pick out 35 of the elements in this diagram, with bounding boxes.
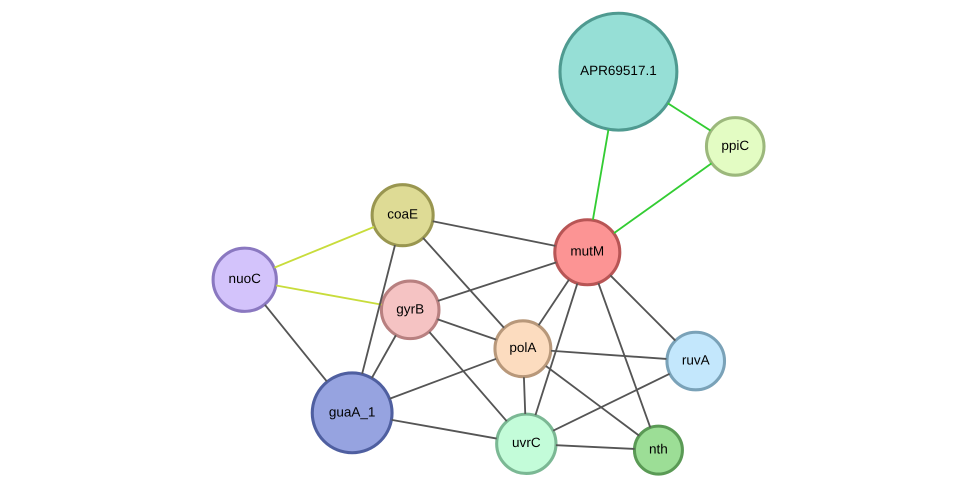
connector — [391, 418, 496, 440]
node-circle: coaE — [370, 183, 434, 248]
connector — [264, 304, 327, 382]
connector — [437, 261, 556, 302]
node-circle: uvrC — [494, 412, 558, 475]
connector — [609, 274, 676, 342]
connector — [276, 284, 382, 306]
connector — [534, 283, 578, 416]
node-circle: ppiC — [704, 116, 766, 177]
connector — [436, 318, 496, 340]
node-circle: APR69517.1 — [558, 12, 678, 132]
node-circle: polA — [492, 319, 552, 378]
connector — [432, 220, 556, 247]
connector — [537, 279, 570, 326]
node-circle: gyrB — [379, 280, 440, 340]
connector — [552, 372, 670, 432]
connector — [591, 129, 609, 220]
connector — [274, 226, 374, 268]
node-circle: ruvA — [664, 330, 726, 392]
connector — [360, 244, 396, 374]
connector — [422, 237, 504, 328]
node-circle: mutM — [552, 218, 621, 286]
connector — [550, 350, 666, 360]
connector — [555, 444, 634, 450]
node-circle: nth — [632, 424, 684, 476]
connector — [544, 365, 640, 436]
connector — [612, 162, 712, 234]
connector — [388, 358, 496, 400]
connector — [370, 334, 396, 378]
connector — [666, 102, 710, 132]
connector — [428, 331, 507, 422]
node-circle: nuoC — [211, 246, 278, 313]
node-circle: guaA_1 — [310, 371, 394, 454]
connector — [597, 282, 651, 428]
connector — [522, 377, 526, 414]
